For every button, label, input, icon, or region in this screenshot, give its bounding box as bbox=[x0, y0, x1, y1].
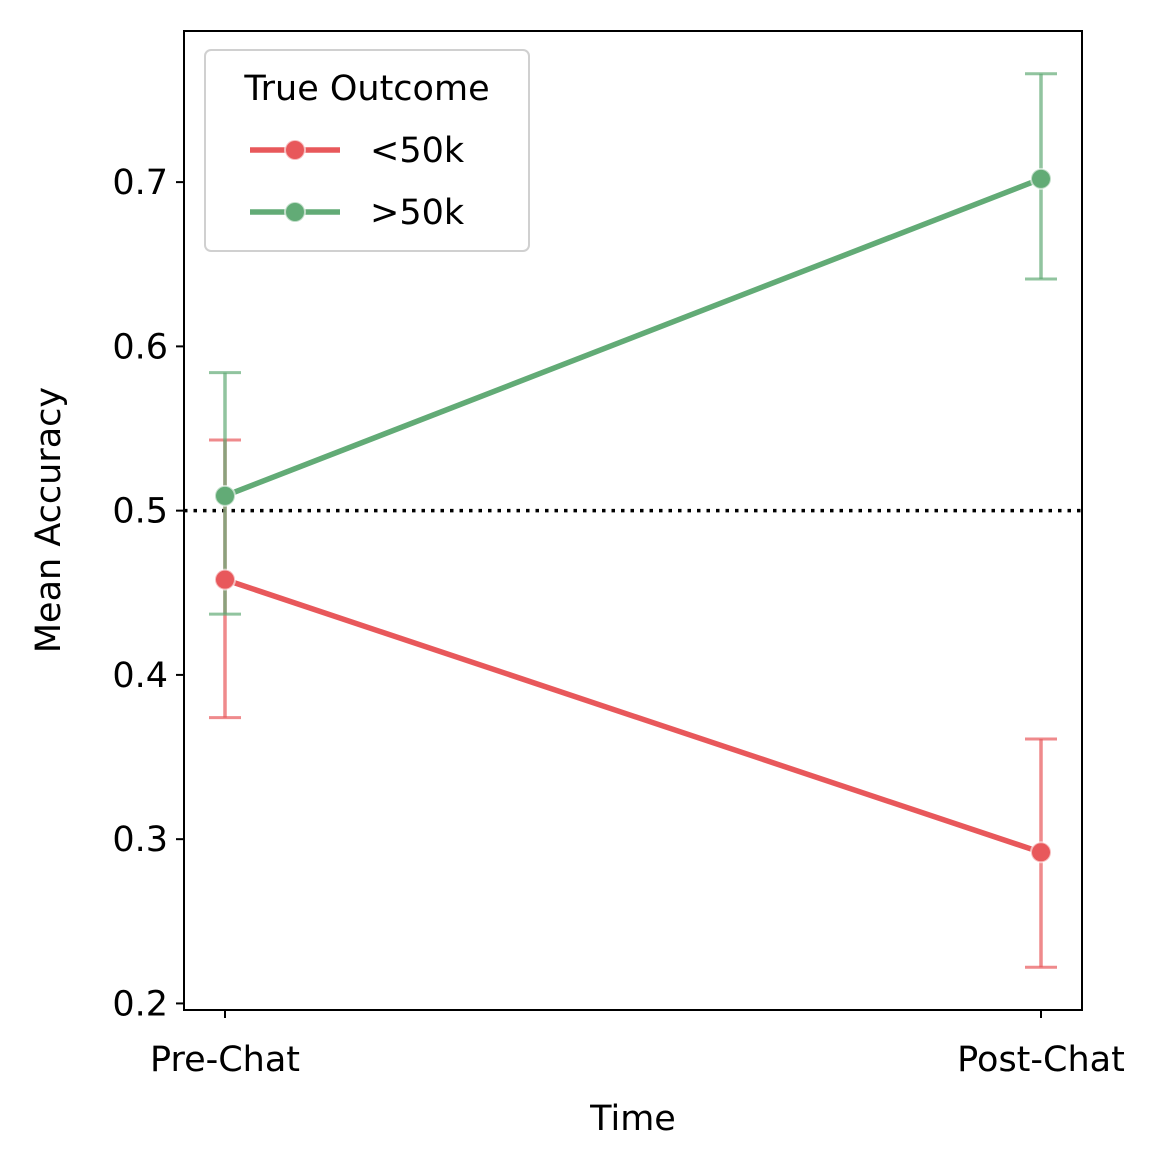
data-point-gt50k bbox=[214, 484, 236, 507]
series-line-gt50k bbox=[224, 176, 1042, 499]
data-point-lt50k bbox=[214, 568, 236, 591]
data-point-gt50k bbox=[1030, 167, 1052, 190]
x-tick-label: Post-Chat bbox=[957, 1040, 1125, 1080]
y-tick-label: 0.6 bbox=[112, 327, 168, 367]
y-tick-label: 0.4 bbox=[112, 656, 168, 696]
legend-marker-lt50k bbox=[284, 139, 306, 161]
x-axis-label: Time bbox=[589, 1099, 676, 1139]
data-point-lt50k bbox=[1030, 841, 1052, 864]
x-tick-label: Pre-Chat bbox=[150, 1040, 300, 1080]
legend-frame bbox=[204, 49, 530, 252]
y-tick-label: 0.7 bbox=[112, 163, 168, 203]
legend-marker-gt50k bbox=[284, 201, 306, 223]
legend-label-gt50k: >50k bbox=[370, 193, 465, 233]
series-line-lt50k bbox=[224, 577, 1042, 855]
legend-label-lt50k: <50k bbox=[370, 131, 465, 171]
y-tick-label: 0.3 bbox=[112, 820, 168, 860]
y-axis-label: Mean Accuracy bbox=[29, 387, 69, 653]
legend: True Outcome <50k >50k bbox=[204, 49, 530, 252]
legend-title: True Outcome bbox=[243, 69, 489, 109]
plot-area-frame bbox=[183, 30, 1083, 1011]
y-tick-label: 0.2 bbox=[112, 984, 168, 1024]
y-tick-label: 0.5 bbox=[112, 492, 168, 532]
